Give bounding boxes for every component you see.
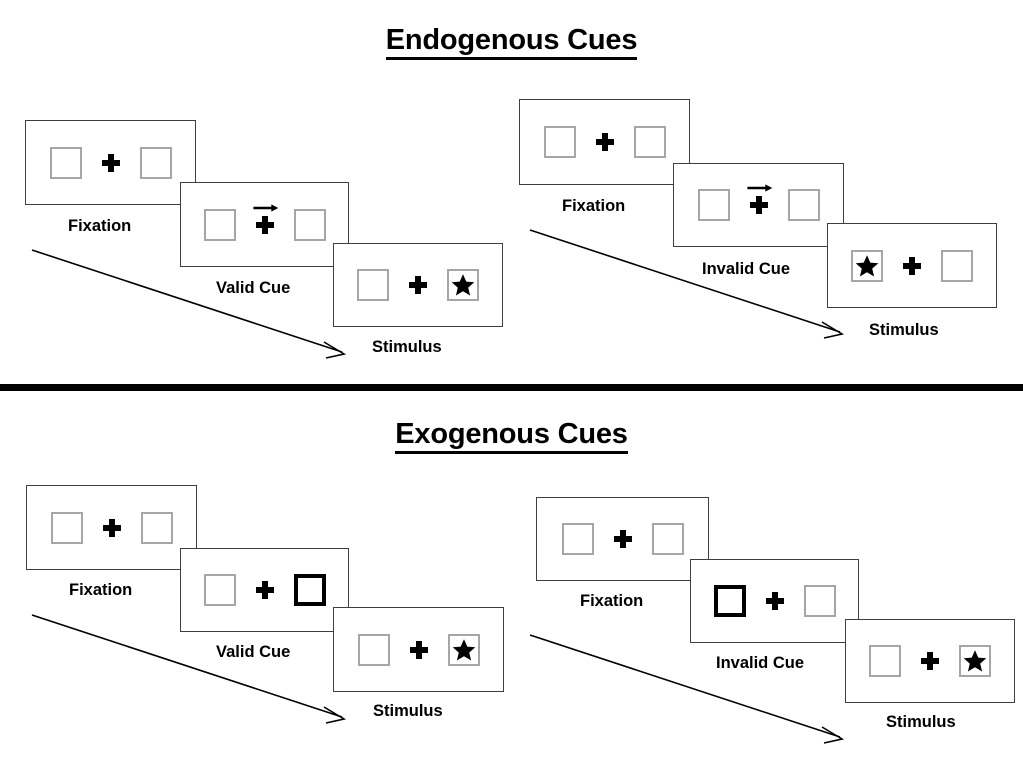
panel-exogenous-invalid-cue — [690, 559, 859, 643]
plus-cross-icon — [613, 530, 632, 548]
right-target-box — [139, 146, 172, 179]
left-target-box — [203, 574, 236, 606]
plus-cross-icon — [409, 640, 428, 659]
center-column — [588, 124, 622, 160]
plus-cross-icon — [101, 153, 120, 172]
left-target-box — [543, 126, 576, 158]
left-target-box — [869, 645, 901, 677]
center-column — [95, 510, 129, 546]
panel-exogenous-invalid-fixation — [536, 497, 709, 581]
right-target-box — [787, 189, 820, 221]
left-target-box — [49, 146, 82, 179]
left-target-box-cued — [713, 585, 746, 617]
exogenous-title-text: Exogenous Cues — [395, 418, 628, 454]
panel-exogenous-valid-cue — [180, 548, 349, 632]
star-icon — [855, 254, 879, 278]
left-target-box — [561, 523, 594, 555]
center-column — [895, 248, 929, 284]
center-column — [913, 643, 947, 679]
left-target-box — [357, 269, 389, 301]
right-target-box — [633, 126, 666, 158]
caption-endogenous-invalid-stimulus: Stimulus — [869, 321, 939, 339]
star-icon — [451, 273, 475, 297]
right-target-box-cued — [293, 574, 326, 606]
caption-exogenous-valid-fixation: Fixation — [69, 581, 133, 599]
plus-cross-icon — [255, 581, 274, 599]
section-divider — [0, 384, 1023, 391]
center-column — [248, 572, 282, 608]
panel-exogenous-valid-fixation — [26, 485, 197, 570]
right-target-box — [803, 585, 836, 617]
caption-endogenous-valid-stimulus: Stimulus — [372, 338, 442, 356]
panel-endogenous-valid-fixation — [25, 120, 196, 205]
right-target-box — [140, 511, 173, 544]
caption-endogenous-valid-fixation: Fixation — [68, 217, 132, 235]
star-icon — [452, 638, 476, 662]
caption-exogenous-invalid-stimulus: Stimulus — [886, 713, 956, 731]
star-icon — [963, 649, 987, 673]
plus-cross-icon — [409, 276, 427, 294]
caption-endogenous-invalid-cue: Invalid Cue — [702, 260, 791, 278]
right-target-box — [941, 249, 973, 282]
center-column — [248, 203, 282, 243]
caption-exogenous-valid-stimulus: Stimulus — [373, 702, 443, 720]
center-column — [94, 145, 128, 181]
panel-endogenous-valid-cue — [180, 182, 349, 267]
exogenous-section-title: Exogenous Cues — [0, 418, 1023, 454]
plus-cross-icon — [255, 215, 274, 234]
left-target-box — [851, 249, 883, 282]
left-target-box — [357, 633, 390, 666]
right-arrow-icon — [252, 203, 279, 213]
panel-endogenous-invalid-fixation — [519, 99, 690, 185]
center-column — [402, 632, 436, 668]
center-column — [758, 583, 792, 619]
center-column — [401, 267, 435, 303]
panel-exogenous-invalid-stimulus — [845, 619, 1015, 703]
panel-exogenous-valid-stimulus — [333, 607, 504, 692]
plus-cross-icon — [903, 256, 921, 275]
right-target-box — [959, 645, 991, 677]
caption-exogenous-invalid-fixation: Fixation — [580, 592, 644, 610]
panel-endogenous-invalid-stimulus — [827, 223, 997, 308]
endogenous-section-title: Endogenous Cues — [0, 24, 1023, 60]
right-target-box — [651, 523, 684, 555]
left-target-box — [50, 511, 83, 544]
left-target-box — [697, 189, 730, 221]
center-column — [742, 184, 776, 223]
panel-endogenous-valid-stimulus — [333, 243, 503, 327]
plus-cross-icon — [765, 592, 784, 610]
caption-endogenous-valid-cue: Valid Cue — [216, 279, 291, 297]
plus-cross-icon — [749, 196, 768, 214]
panel-endogenous-invalid-cue — [673, 163, 844, 247]
caption-exogenous-invalid-cue: Invalid Cue — [716, 654, 805, 672]
endogenous-title-text: Endogenous Cues — [385, 24, 637, 60]
plus-cross-icon — [595, 133, 614, 151]
plus-cross-icon — [921, 652, 939, 670]
timeline-arrow-exogenous-invalid — [528, 631, 848, 749]
caption-endogenous-invalid-fixation: Fixation — [562, 197, 626, 215]
right-arrow-icon — [746, 184, 773, 193]
right-target-box — [447, 269, 479, 301]
center-column — [606, 521, 640, 557]
right-target-box — [447, 633, 480, 666]
right-target-box — [293, 208, 326, 241]
caption-exogenous-valid-cue: Valid Cue — [216, 643, 291, 661]
left-target-box — [203, 208, 236, 241]
plus-cross-icon — [102, 518, 121, 537]
